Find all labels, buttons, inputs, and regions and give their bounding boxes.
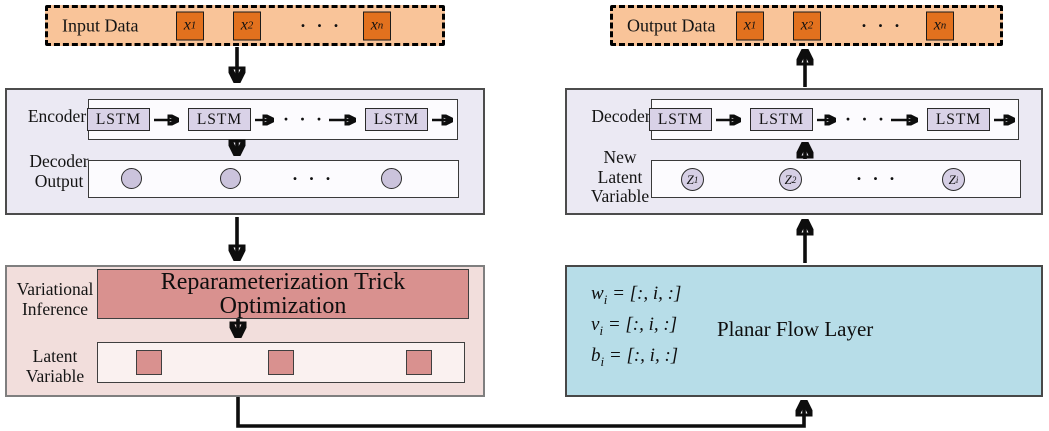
- encoder-panel: Encoder LSTM LSTM · · · LSTM Decoder Out…: [5, 88, 485, 215]
- decoder-ellipsis: · · ·: [845, 109, 888, 129]
- decoder-output-label: Decoder Output: [15, 151, 103, 191]
- zi-base: Z: [948, 171, 956, 187]
- x2-base: x: [240, 16, 248, 34]
- input-data-label: Input Data: [62, 15, 139, 35]
- new-latent-line2: Latent: [597, 166, 643, 187]
- latent-square: [406, 350, 432, 375]
- latent-square: [136, 350, 162, 375]
- encoder-ellipsis: · · ·: [283, 109, 326, 129]
- w-equation: wi = [:, i, :]: [591, 283, 682, 307]
- variational-line2: Inference: [21, 298, 89, 319]
- encoder-lstm-row: LSTM LSTM · · · LSTM: [87, 99, 459, 140]
- decoder-output-line1: Decoder: [29, 151, 89, 171]
- new-latent-line1: New: [603, 147, 637, 167]
- output-data-label: Output Data: [627, 15, 716, 35]
- encoder-label: Encoder: [27, 106, 87, 126]
- new-latent-variable-label: New Latent Variable: [577, 147, 663, 207]
- variational-line1: Variational: [16, 279, 94, 299]
- reparameterization-trick-box: Reparameterization Trick Optimization: [97, 269, 469, 319]
- v-equation: vi = [:, i, :]: [591, 314, 681, 338]
- reparameterization-line2: Optimization: [219, 293, 347, 319]
- input-ellipsis: · · ·: [300, 15, 343, 35]
- decoder-output-line2: Output: [34, 170, 84, 191]
- latent-variable-label: Latent Variable: [9, 346, 101, 386]
- lstm-cell: LSTM: [649, 108, 712, 131]
- right-arrow-icon: [154, 114, 185, 126]
- decoder-output-ellipsis: · · ·: [292, 168, 335, 189]
- b-equation: bi = [:, i, :]: [591, 345, 681, 369]
- w-rhs-var: i: [652, 283, 659, 304]
- right-arrow-icon: [817, 114, 842, 126]
- v-rhs-var: i: [648, 314, 654, 335]
- flow-parameter-equations: wi = [:, i, :] vi = [:, i, :] bi = [:, i…: [591, 283, 682, 369]
- variational-inference-label: Variational Inference: [9, 279, 101, 319]
- planar-flow-panel: wi = [:, i, :] vi = [:, i, :] bi = [:, i…: [565, 265, 1043, 397]
- v-base: v: [591, 314, 600, 335]
- latent-square: [268, 350, 294, 375]
- lstm-cell: LSTM: [927, 108, 991, 131]
- z1-base: Z: [686, 171, 694, 187]
- b-rhs-pre: = [:,: [608, 345, 650, 366]
- latent-variable-line2: Variable: [25, 365, 85, 386]
- latent-variable-row: [97, 342, 465, 383]
- right-arrow-icon: [329, 114, 362, 126]
- right-arrow-icon: [255, 114, 280, 126]
- right-arrow-icon: [891, 114, 924, 126]
- variational-inference-panel: Variational Inference Reparameterization…: [5, 265, 485, 397]
- v-rhs-post: , :]: [653, 314, 678, 335]
- v-sub: i: [599, 322, 604, 338]
- output-node-circle: [220, 168, 241, 189]
- new-latent-ellipsis: · · ·: [856, 168, 899, 189]
- output-node-circle: [121, 168, 142, 189]
- b-rhs-var: i: [649, 345, 655, 366]
- output-ellipsis: · · ·: [861, 15, 904, 35]
- v-rhs-pre: = [:,: [607, 314, 649, 335]
- b-base: b: [591, 345, 601, 366]
- w-sub: i: [603, 291, 608, 307]
- output-node-circle: [381, 168, 402, 189]
- lstm-cell: LSTM: [365, 108, 429, 131]
- xn-base: x: [933, 16, 941, 34]
- right-arrow-icon: [994, 114, 1021, 126]
- lstm-cell: LSTM: [188, 108, 251, 131]
- new-latent-line3: Variable: [590, 186, 650, 207]
- w-rhs-post: , :]: [658, 283, 682, 304]
- right-arrow-icon: [716, 114, 747, 126]
- decoder-label: Decoder: [591, 106, 651, 126]
- x1-base: x: [743, 16, 751, 34]
- decoder-output-row: · · ·: [88, 160, 459, 198]
- decoder-panel: Decoder LSTM LSTM · · · LSTM New Latent …: [565, 88, 1043, 215]
- x2-base: x: [800, 16, 808, 34]
- x1-base: x: [183, 16, 191, 34]
- lstm-cell: LSTM: [87, 108, 150, 131]
- xn-base: x: [370, 16, 378, 34]
- z2-base: Z: [784, 171, 792, 187]
- lstm-cell: LSTM: [750, 108, 813, 131]
- planar-flow-layer-label: Planar Flow Layer: [717, 317, 874, 341]
- connector-latent-to-planar: [236, 397, 804, 428]
- right-arrow-icon: [432, 114, 459, 126]
- decoder-lstm-row: LSTM LSTM · · · LSTM: [649, 99, 1021, 140]
- w-rhs-pre: = [:,: [612, 283, 653, 304]
- b-rhs-post: , :]: [654, 345, 679, 366]
- reparameterization-line1: Reparameterization Trick: [160, 268, 406, 295]
- latent-variable-line1: Latent: [32, 346, 78, 366]
- w-base: w: [591, 283, 604, 304]
- b-sub: i: [600, 353, 605, 369]
